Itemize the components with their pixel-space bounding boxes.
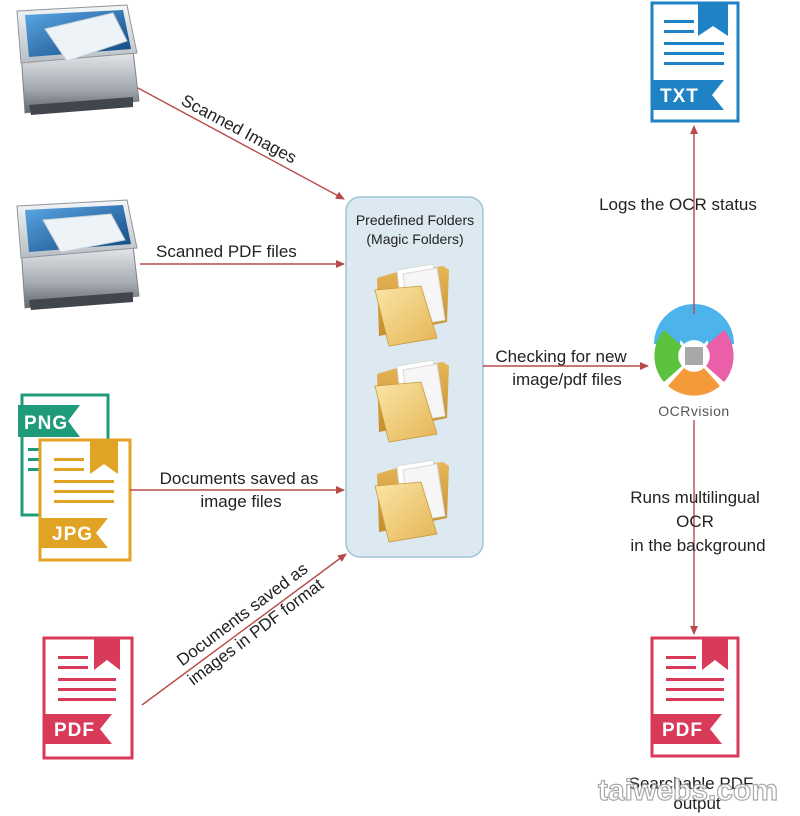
runs-label-line3: in the background [630, 536, 765, 555]
png-tag: PNG [24, 413, 68, 434]
jpg-document-icon: JPG [38, 438, 132, 562]
ocrvision-name: OCRvision [658, 403, 729, 419]
arrows [130, 87, 698, 706]
checking-label-line1: Checking for new [495, 347, 627, 366]
output-label-line1: Searchable PDF [629, 774, 754, 793]
scanned-images-arrow [137, 87, 345, 200]
folder-icon [374, 459, 449, 543]
folders-title-line2: (Magic Folders) [366, 231, 463, 247]
magic-folders-box: Predefined Folders (Magic Folders) [345, 196, 484, 558]
txt-tag: TXT [660, 86, 699, 107]
output-label-line2: output [673, 794, 721, 813]
folder-icon [374, 359, 449, 443]
checking-label-line2: image/pdf files [512, 370, 622, 389]
runs-label-line2: OCR [676, 512, 714, 531]
pdf-document-icon: PDF [42, 636, 134, 760]
image-files-label-line1: Documents saved as [160, 469, 319, 488]
runs-label-line1: Runs multilingual [630, 488, 759, 507]
folder-icon [374, 263, 449, 347]
txt-document-icon: TXT [650, 1, 740, 123]
pdf-tag: PDF [54, 720, 95, 741]
scanned-images-label: Scanned Images [178, 91, 300, 168]
logs-label: Logs the OCR status [599, 195, 757, 214]
scanner-icon [16, 199, 140, 310]
watermark: taiwebs.com [598, 774, 778, 807]
pdf-output-tag: PDF [662, 720, 703, 741]
scanner-icon [16, 4, 140, 115]
image-files-label-line2: image files [200, 492, 281, 511]
jpg-tag: JPG [52, 524, 93, 545]
pdf-format-arrow [141, 553, 347, 706]
scanned-pdf-label: Scanned PDF files [156, 242, 297, 261]
pdf-output-document-icon: PDF [650, 636, 740, 758]
ocrvision-logo: OCRvision [654, 304, 734, 419]
folders-title-line1: Predefined Folders [356, 212, 474, 228]
